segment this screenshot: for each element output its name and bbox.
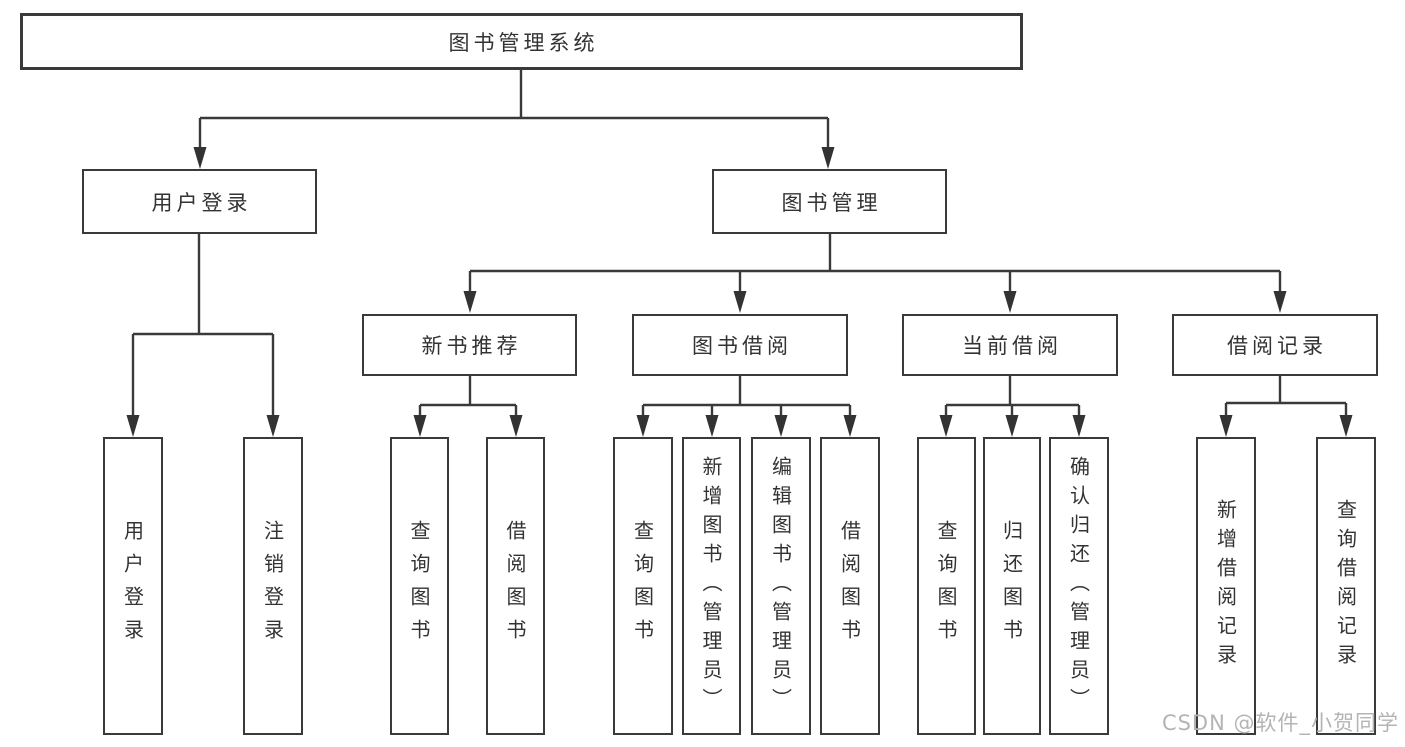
node-current-borrow: 当前借阅: [902, 314, 1118, 376]
leaf-query-borrow-record-label: 查询借阅记录: [1333, 499, 1358, 673]
leaf-return-book: 归还图书: [983, 437, 1041, 735]
leaf-logout: 注销登录: [243, 437, 303, 735]
leaf-borrow-books-recommend-label: 借阅图书: [503, 520, 527, 652]
node-user-login: 用户登录: [82, 169, 317, 234]
node-book-management: 图书管理: [712, 169, 947, 234]
node-library-system: 图书管理系统: [20, 13, 1023, 70]
watermark-text: CSDN @软件_小贺同学: [1161, 711, 1399, 735]
leaf-confirm-return-admin: 确认归还（管理员）: [1049, 437, 1109, 735]
leaf-query-books-recommend-label: 查询图书: [407, 520, 431, 652]
leaf-add-borrow-record-label: 新增借阅记录: [1213, 499, 1238, 673]
node-borrow-records: 借阅记录: [1172, 314, 1378, 376]
node-book-borrow-label: 图书借阅: [692, 334, 792, 358]
leaf-query-books-borrow: 查询图书: [613, 437, 673, 735]
leaf-query-books-current: 查询图书: [917, 437, 976, 735]
leaf-query-borrow-record: 查询借阅记录: [1316, 437, 1376, 735]
node-user-login-label: 用户登录: [151, 190, 252, 215]
leaf-borrow-books: 借阅图书: [820, 437, 880, 735]
leaf-confirm-return-admin-label: 确认归还（管理员）: [1066, 455, 1091, 717]
node-library-system-label: 图书管理系统: [448, 30, 599, 55]
node-borrow-records-label: 借阅记录: [1227, 334, 1327, 358]
node-current-borrow-label: 当前借阅: [962, 334, 1062, 358]
leaf-logout-label: 注销登录: [260, 520, 285, 652]
node-new-book-recommend-label: 新书推荐: [421, 334, 522, 358]
leaf-user-login: 用户登录: [103, 437, 163, 735]
leaf-query-books-recommend: 查询图书: [390, 437, 449, 735]
node-new-book-recommend: 新书推荐: [362, 314, 577, 376]
leaf-add-book-admin: 新增图书（管理员）: [682, 437, 741, 735]
leaf-add-book-admin-label: 新增图书（管理员）: [699, 455, 723, 717]
leaf-query-books-current-label: 查询图书: [934, 520, 958, 652]
leaf-edit-book-admin-label: 编辑图书（管理员）: [768, 455, 793, 717]
leaf-user-login-label: 用户登录: [120, 520, 145, 652]
leaf-edit-book-admin: 编辑图书（管理员）: [751, 437, 811, 735]
leaf-borrow-books-recommend: 借阅图书: [486, 437, 545, 735]
leaf-query-books-borrow-label: 查询图书: [630, 520, 655, 652]
leaf-add-borrow-record: 新增借阅记录: [1196, 437, 1256, 735]
node-book-borrow: 图书借阅: [632, 314, 848, 376]
leaf-borrow-books-label: 借阅图书: [837, 520, 862, 652]
leaf-return-book-label: 归还图书: [999, 520, 1024, 652]
node-book-management-label: 图书管理: [781, 190, 882, 215]
